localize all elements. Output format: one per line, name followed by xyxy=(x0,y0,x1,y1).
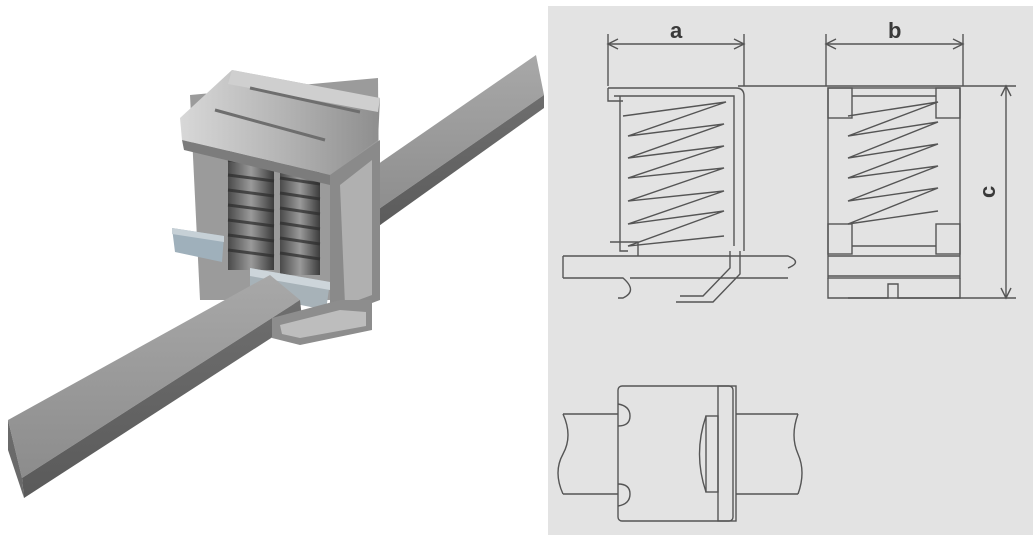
busbar-near xyxy=(8,275,300,478)
product-photo xyxy=(8,55,544,498)
front-view xyxy=(827,87,961,299)
dimension-label-a: a xyxy=(670,18,683,43)
clamp-springs xyxy=(227,150,321,275)
side-view xyxy=(562,87,797,303)
technical-drawing: a b c xyxy=(548,6,1033,535)
top-view xyxy=(557,385,803,522)
dimension-drawing: a b c xyxy=(557,18,1016,522)
busbar-far xyxy=(355,55,544,222)
dimension-label-c: c xyxy=(975,186,1000,198)
busbar-clamp-photo xyxy=(8,55,544,498)
dimension-label-b: b xyxy=(888,18,901,43)
